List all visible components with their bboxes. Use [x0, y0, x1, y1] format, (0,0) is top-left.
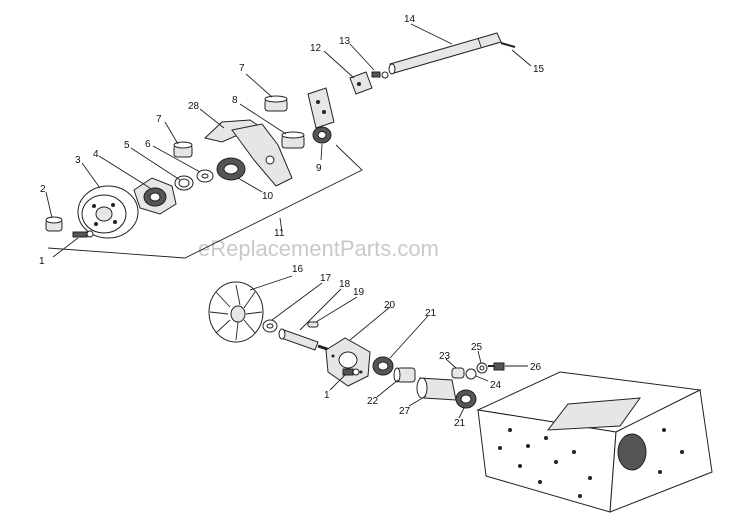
part-arm: [203, 119, 293, 187]
part-bushing-7-left: [173, 141, 193, 158]
part-bolt-upper: [72, 230, 94, 238]
callout-18: 18: [339, 279, 351, 290]
part-spindle: [278, 328, 331, 352]
callout-10: 10: [262, 191, 274, 202]
callout-13: 13: [339, 36, 351, 47]
callout-16: 16: [292, 264, 304, 275]
part-hub: [133, 177, 177, 215]
callout-17: 17: [320, 273, 332, 284]
part-washer-6: [196, 169, 214, 183]
callout-21-upper: 21: [425, 308, 437, 319]
callout-1: 1: [39, 256, 45, 267]
part-bushing-7-upper: [264, 95, 288, 112]
callout-20: 20: [384, 300, 396, 311]
part-small-bolt: [371, 71, 389, 79]
part-housing: [325, 337, 371, 387]
leader-lines: [45, 23, 532, 419]
part-bracket: [307, 87, 335, 129]
part-frame: [476, 371, 713, 513]
callout-4: 4: [93, 149, 99, 160]
part-washer-24: [465, 368, 477, 380]
part-sleeve: [416, 377, 457, 401]
part-bearing-21-lower: [455, 389, 477, 409]
callout-3: 3: [75, 155, 81, 166]
part-washer-25: [476, 362, 488, 374]
part-key: [307, 321, 319, 328]
part-bushing-8: [281, 131, 305, 149]
callout-7-upper: 7: [239, 63, 245, 74]
part-bushing-22: [393, 367, 416, 383]
callout-27: 27: [399, 406, 411, 417]
part-cap: [45, 216, 63, 232]
assembly-line: [47, 144, 363, 259]
callout-19: 19: [353, 287, 365, 298]
callout-7-left: 7: [156, 114, 162, 125]
callout-11: 11: [274, 228, 285, 239]
part-bearing-21-upper: [372, 356, 394, 376]
callout-23: 23: [439, 351, 451, 362]
callout-9: 9: [316, 163, 322, 174]
part-bearing-9: [312, 126, 332, 144]
part-bolt-26: [488, 362, 505, 371]
part-bolt-lower: [342, 368, 360, 376]
part-bushing-23: [451, 367, 465, 379]
part-bearing-10: [216, 157, 246, 181]
part-pulley: [77, 185, 139, 239]
callout-6: 6: [145, 139, 151, 150]
callout-24: 24: [490, 380, 502, 391]
callout-21-lower: 21: [454, 418, 466, 429]
part-pin: [500, 42, 516, 48]
part-washer-17: [262, 319, 278, 333]
callout-25: 25: [471, 342, 483, 353]
callout-15: 15: [533, 64, 545, 75]
part-impeller: [208, 281, 264, 343]
callout-26: 26: [530, 362, 542, 373]
callout-8: 8: [232, 95, 238, 106]
callout-5: 5: [124, 140, 130, 151]
callout-22: 22: [367, 396, 379, 407]
watermark-text: eReplacementParts.com: [198, 236, 439, 261]
callout-28: 28: [188, 101, 200, 112]
part-shaft: [388, 32, 502, 75]
part-plate: [349, 71, 373, 95]
callout-2: 2: [40, 184, 46, 195]
callout-14: 14: [404, 14, 416, 25]
callout-1-lower: 1: [324, 390, 330, 401]
callout-12: 12: [310, 43, 322, 54]
